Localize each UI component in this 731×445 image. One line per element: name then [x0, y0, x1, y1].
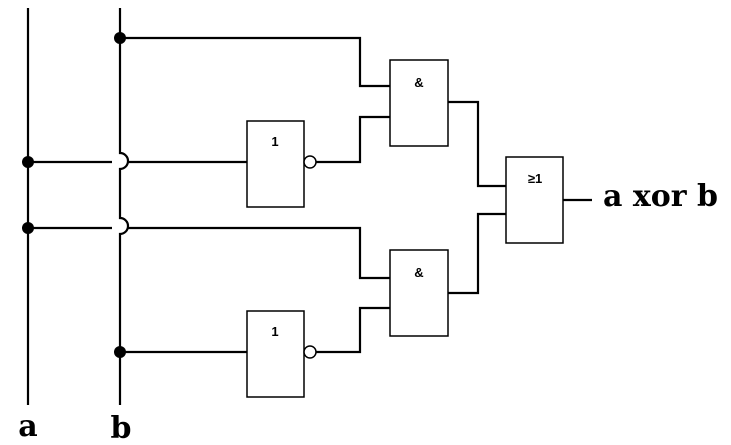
wire-b-to-and-top [120, 36, 390, 88]
not-top-label: 1 [271, 134, 278, 149]
output-label: a xor b [603, 179, 718, 214]
junction-b-top [114, 32, 126, 44]
or-label: ≥1 [528, 171, 542, 186]
not-gate-top: 1 [246, 120, 317, 208]
input-a-label: a [18, 409, 37, 444]
wire-and-top-to-or [448, 100, 506, 188]
wire-not-top-to-and-top [316, 115, 390, 164]
not-bottom-label: 1 [271, 324, 278, 339]
input-b-line [118, 8, 130, 405]
junction-b-bottom [114, 346, 126, 358]
and-bottom-label: & [414, 265, 423, 280]
and-top-label: & [414, 75, 423, 90]
input-b-label: b [111, 411, 132, 445]
wire-a-to-and-bottom [28, 226, 390, 280]
or-gate: ≥1 [505, 156, 564, 244]
not-bottom-bubble [303, 345, 317, 359]
not-top-bubble [303, 155, 317, 169]
wire-and-bottom-to-or [448, 212, 506, 295]
and-gate-bottom: & [389, 249, 449, 337]
and-gate-top: & [389, 59, 449, 147]
junction-a-top [22, 156, 34, 168]
junction-a-bottom [22, 222, 34, 234]
wire-not-bottom-to-and-bottom [316, 306, 390, 354]
not-gate-bottom: 1 [246, 310, 317, 398]
